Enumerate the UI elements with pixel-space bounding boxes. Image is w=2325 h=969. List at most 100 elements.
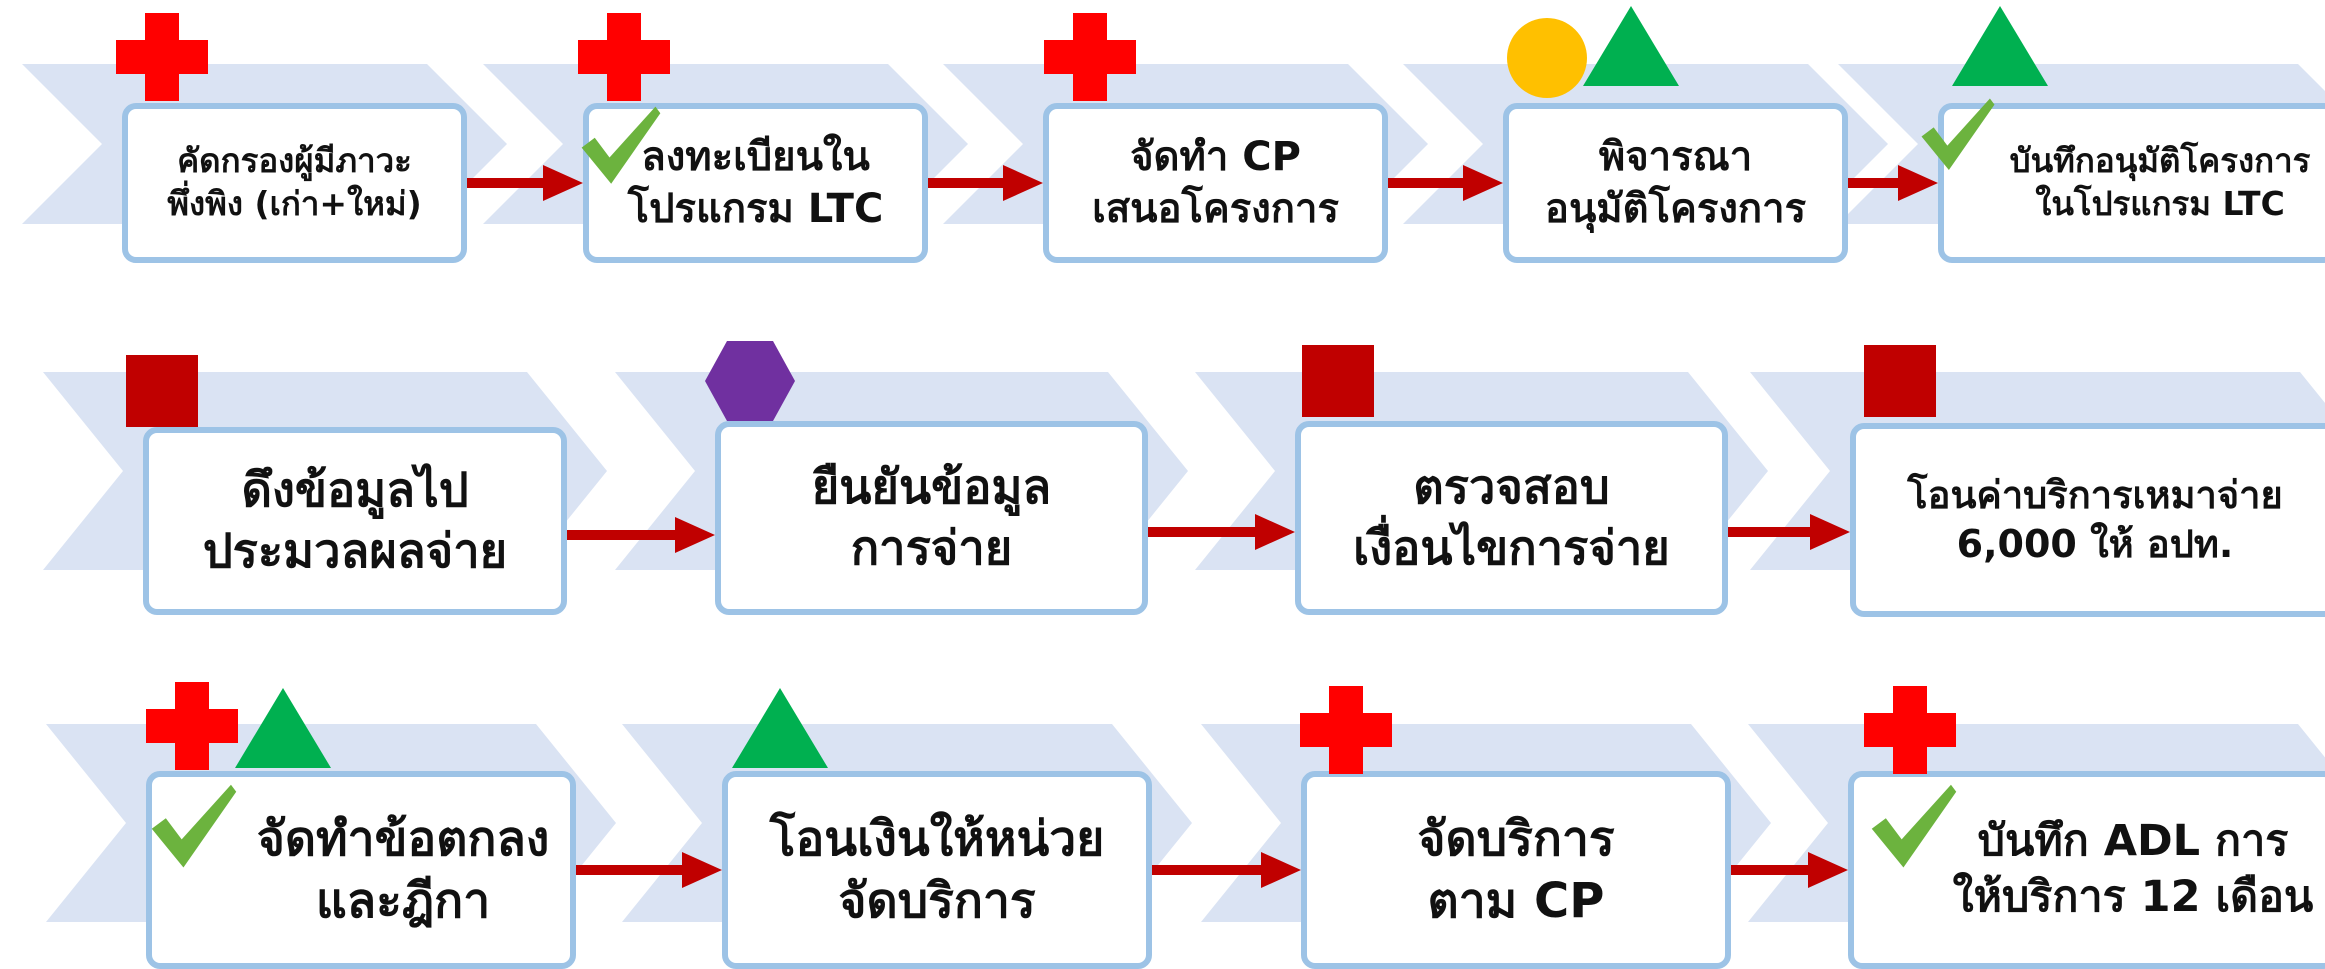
step-label-line: จัดบริการ xyxy=(1417,810,1615,867)
step-label-line: ให้บริการ 12 เดือน xyxy=(1952,872,2314,922)
triangle-shape xyxy=(235,688,331,768)
square-shape xyxy=(1864,345,1936,417)
triangle-shape xyxy=(1952,6,2048,86)
process-step-box: จัดทำ CP เสนอโครงการ xyxy=(1043,103,1388,263)
step-label-line: จัดบริการ xyxy=(838,873,1036,929)
step-label-line: ยืนยันข้อมูล xyxy=(811,459,1052,515)
triangle-icon xyxy=(732,688,828,768)
arrow-head xyxy=(1003,165,1043,201)
flow-arrow xyxy=(1848,165,1938,201)
cross-icon xyxy=(146,682,238,770)
step-label-line: ดึงข้อมูลไป xyxy=(241,462,469,518)
process-step-box: ยืนยันข้อมูลการจ่าย xyxy=(715,421,1148,615)
circle-icon xyxy=(1507,18,1587,98)
arrow-shaft xyxy=(1388,178,1467,188)
flow-arrow xyxy=(928,165,1043,201)
step-label-line: ลงทะเบียนใน xyxy=(641,134,870,180)
arrow-head xyxy=(1898,165,1938,201)
cross-horizontal-bar xyxy=(1300,713,1392,747)
process-step-box: โอนเงินให้หน่วยจัดบริการ xyxy=(722,771,1152,969)
triangle-shape xyxy=(732,688,828,768)
flow-arrow xyxy=(1388,165,1503,201)
step-label-line: เสนอโครงการ xyxy=(1092,186,1339,232)
arrow-shaft xyxy=(1148,527,1259,537)
check-shape xyxy=(1921,98,1995,170)
step-label-line: การจ่าย xyxy=(850,521,1013,576)
check-shape xyxy=(1871,784,1957,868)
process-step-box: ตรวจสอบเงื่อนไขการจ่าย xyxy=(1295,421,1728,615)
process-step-box: โอนค่าบริการเหมาจ่าย 6,000 ให้ อปท. xyxy=(1850,423,2325,617)
arrow-shaft xyxy=(1728,527,1814,537)
step-label-line: ตาม CP xyxy=(1427,873,1605,929)
check-shape xyxy=(151,784,237,868)
cross-icon xyxy=(1044,13,1136,101)
process-step-box: ดึงข้อมูลไปประมวลผลจ่าย xyxy=(143,427,567,615)
cross-horizontal-bar xyxy=(116,40,208,74)
hexagon-icon xyxy=(705,341,795,421)
step-label-line: อนุมัติโครงการ xyxy=(1544,186,1807,232)
process-step-box: จัดบริการตาม CP xyxy=(1301,771,1731,969)
check-icon xyxy=(1921,98,1995,170)
flow-arrow xyxy=(1731,852,1848,888)
check-icon xyxy=(151,784,237,868)
arrow-shaft xyxy=(928,178,1007,188)
triangle-shape xyxy=(1583,6,1679,86)
flow-arrow xyxy=(576,852,722,888)
arrow-head xyxy=(1463,165,1503,201)
step-label-line: จัดทำข้อตกลง xyxy=(256,810,550,867)
triangle-icon xyxy=(1583,6,1679,86)
check-icon xyxy=(581,106,661,184)
arrow-head xyxy=(1810,514,1850,550)
check-shape xyxy=(581,106,661,184)
arrow-shaft xyxy=(567,530,679,540)
flow-arrow xyxy=(467,165,583,201)
arrow-shaft xyxy=(1848,178,1902,188)
arrow-shaft xyxy=(1731,865,1812,875)
square-icon xyxy=(126,355,198,427)
step-label-line: โอนเงินให้หน่วย xyxy=(769,810,1105,867)
arrow-head xyxy=(682,852,722,888)
process-step-box: คัดกรองผู้มีภาวะพึ่งพิง (เก่า+ใหม่) xyxy=(122,103,467,263)
step-label-line: ประมวลผลจ่าย xyxy=(202,524,508,579)
flow-arrow xyxy=(1728,514,1850,550)
triangle-icon xyxy=(235,688,331,768)
arrow-head xyxy=(1261,852,1301,888)
square-icon xyxy=(1302,345,1374,417)
hexagon-shape xyxy=(705,341,795,421)
step-label-line: เงื่อนไขการจ่าย xyxy=(1353,521,1670,576)
square-icon xyxy=(1864,345,1936,417)
cross-icon xyxy=(1864,686,1956,774)
step-label-line: บันทึกอนุมัติโครงการ xyxy=(2009,141,2311,181)
step-label-line: พึ่งพิง (เก่า+ใหม่) xyxy=(167,184,422,223)
cross-horizontal-bar xyxy=(1044,40,1136,74)
step-label-line: และฎีกา xyxy=(315,873,491,929)
step-label-line: คัดกรองผู้มีภาวะ xyxy=(177,141,412,181)
arrow-head xyxy=(675,517,715,553)
arrow-shaft xyxy=(576,865,686,875)
step-label-line: พิจารณา xyxy=(1598,134,1753,180)
flow-arrow xyxy=(567,517,715,553)
process-step-box: พิจารณาอนุมัติโครงการ xyxy=(1503,103,1848,263)
cross-icon xyxy=(1300,686,1392,774)
arrow-shaft xyxy=(1152,865,1265,875)
cross-icon xyxy=(578,13,670,101)
cross-horizontal-bar xyxy=(146,709,238,743)
step-label-line: โอนค่าบริการเหมาจ่าย xyxy=(1907,472,2283,517)
step-label-line: โปรแกรม LTC xyxy=(627,186,884,232)
step-label-line: 6,000 ให้ อปท. xyxy=(1956,522,2234,566)
square-shape xyxy=(1302,345,1374,417)
step-label-line: จัดทำ CP xyxy=(1130,134,1301,180)
cross-horizontal-bar xyxy=(578,40,670,74)
flow-arrow xyxy=(1148,514,1295,550)
arrow-head xyxy=(543,165,583,201)
square-shape xyxy=(126,355,198,427)
triangle-icon xyxy=(1952,6,2048,86)
process-step-box: บันทึกอนุมัติโครงการในโปรแกรม LTC xyxy=(1938,103,2325,263)
step-label-line: บันทึก ADL การ xyxy=(1977,816,2289,867)
flow-arrow xyxy=(1152,852,1301,888)
cross-horizontal-bar xyxy=(1864,713,1956,747)
circle-shape xyxy=(1507,18,1587,98)
step-label-line: ในโปรแกรม LTC xyxy=(2035,184,2285,223)
arrow-shaft xyxy=(467,178,547,188)
